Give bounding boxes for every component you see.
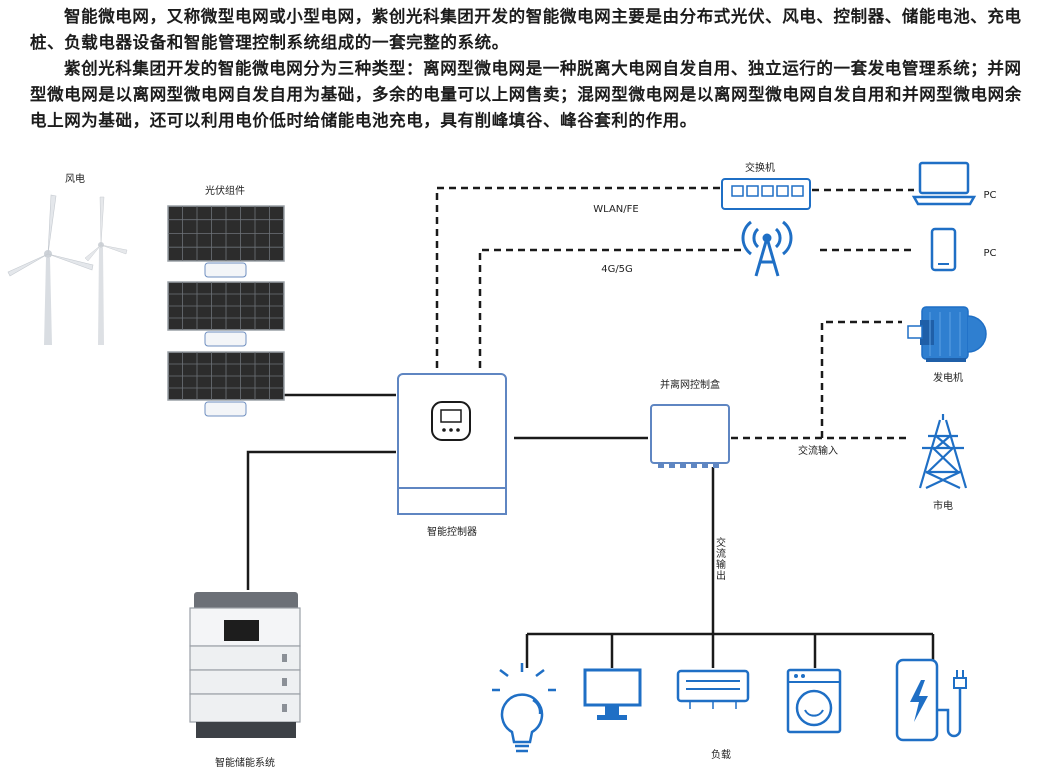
wind-label: 风电: [65, 172, 85, 185]
switch-label: 交换机: [745, 161, 775, 174]
phone-icon: [930, 227, 957, 272]
washing-machine-icon: [786, 668, 842, 734]
antenna-icon: [741, 220, 793, 277]
wlan-dashed-line: [435, 186, 720, 368]
wind-turbines: 风电: [7, 172, 128, 345]
generator-icon: [907, 306, 987, 362]
ev-charger-icon: [895, 658, 967, 742]
laptop-label: PC: [983, 190, 996, 201]
loads: [492, 658, 967, 753]
pv-label: 光伏组件: [205, 184, 245, 197]
dashed-lines: [435, 186, 914, 440]
ac-input-label: 交流输入: [798, 444, 838, 457]
air-conditioner-icon: [676, 669, 750, 709]
grid-control-box: 并离网控制盒: [650, 378, 730, 468]
switch-icon: [721, 178, 811, 210]
monitor-icon: [583, 668, 642, 720]
ac-output-label: 交流输出: [716, 538, 726, 582]
cellular-dashed-line: [478, 248, 742, 368]
generator-dashed-line: [820, 320, 902, 438]
utility-tower-icon: [918, 414, 968, 489]
generator-label: 发电机: [933, 371, 963, 384]
controller-label: 智能控制器: [427, 525, 477, 538]
light-bulb-icon: [492, 663, 556, 753]
grid-box-label: 并离网控制盒: [660, 378, 720, 391]
intro-paragraph-2: 紫创光科集团开发的智能微电网分为三种类型：离网型微电网是一种脱离大电网自发自用、…: [30, 59, 1022, 130]
storage-controller-line: [246, 450, 396, 590]
wind-turbine-large-icon: [7, 194, 94, 345]
intro-paragraph-1: 智能微电网，又称微型电网或小型电网，紫创光科集团开发的智能微电网主要是由分布式光…: [30, 7, 1022, 52]
smart-controller: 智能控制器: [397, 373, 507, 538]
wind-turbine-small-icon: [84, 196, 128, 345]
storage-label: 智能储能系统: [215, 756, 275, 769]
wlan-label: WLAN/FE: [593, 204, 638, 215]
connection-lines: [246, 393, 935, 668]
solar-panel-3-icon: [167, 351, 285, 417]
solar-panel-1-icon: [167, 205, 285, 278]
phone-label: PC: [983, 248, 996, 259]
energy-storage-system: 智能储能系统: [189, 592, 301, 769]
network-switch: 交换机 WLAN/FE: [593, 161, 811, 215]
laptop-icon: [911, 161, 977, 206]
cellular-label: 4G/5G: [601, 264, 633, 275]
pv-modules: 光伏组件: [167, 184, 285, 417]
load-label: 负载: [711, 748, 731, 761]
solar-panel-2-icon: [167, 281, 285, 347]
utility-label: 市电: [933, 499, 953, 512]
